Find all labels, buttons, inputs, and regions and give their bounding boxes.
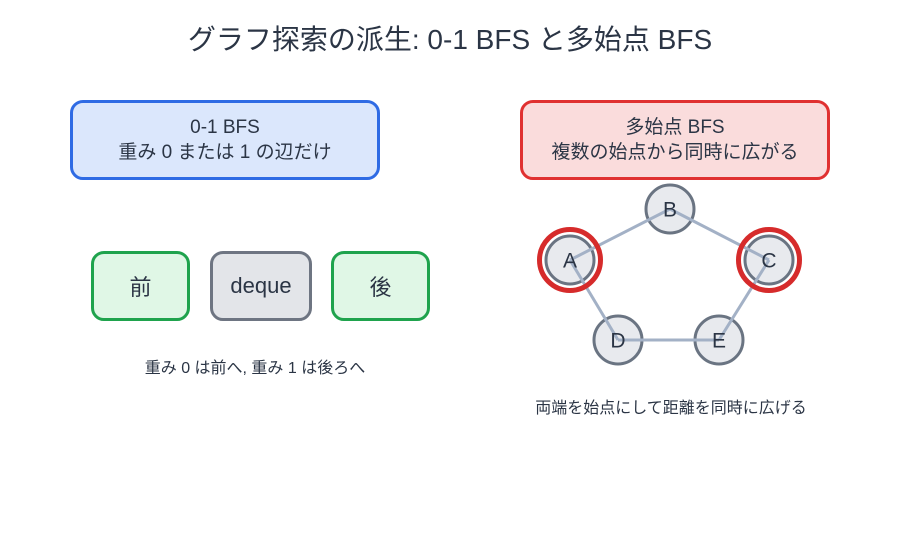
graph-edge-A-D <box>568 259 620 341</box>
bfs01-caption: 重み 0 は前へ, 重み 1 は後ろへ <box>144 360 366 377</box>
source-ring-A <box>537 227 603 293</box>
graph-edge-B-C <box>669 207 770 262</box>
multisource-header-box: 多始点 BFS 複数の始点から同時に広がる <box>520 100 830 180</box>
node-label-A: A <box>563 250 577 273</box>
node-label-D: D <box>610 330 625 353</box>
deque-front-label: 前 <box>129 275 152 300</box>
deque-back-box: 後 <box>331 251 430 321</box>
page-title: グラフ探索の派生: 0-1 BFS と多始点 BFS <box>187 24 713 55</box>
bfs01-header-box: 0-1 BFS 重み 0 または 1 の辺だけ <box>70 100 380 180</box>
graph-edge-A-B <box>569 207 671 262</box>
multisource-graph: A B C D E <box>537 183 802 366</box>
deque-box: deque <box>210 251 312 321</box>
deque-front-box: 前 <box>91 251 190 321</box>
node-label-E: E <box>712 330 726 353</box>
bfs01-header-subtitle: 重み 0 または 1 の辺だけ <box>118 142 332 163</box>
deque-back-label: 後 <box>369 275 392 300</box>
node-label-B: B <box>663 199 677 222</box>
bfs01-header-title: 0-1 BFS <box>190 117 260 138</box>
source-ring-C <box>736 227 802 293</box>
multisource-header-title: 多始点 BFS <box>625 117 725 138</box>
graph-edge-E-C <box>717 259 771 341</box>
deque-label: deque <box>230 273 292 298</box>
multisource-caption: 両端を始点にして距離を同時に広げる <box>535 400 807 417</box>
multisource-header-subtitle: 複数の始点から同時に広がる <box>551 142 799 163</box>
node-label-C: C <box>761 250 776 273</box>
